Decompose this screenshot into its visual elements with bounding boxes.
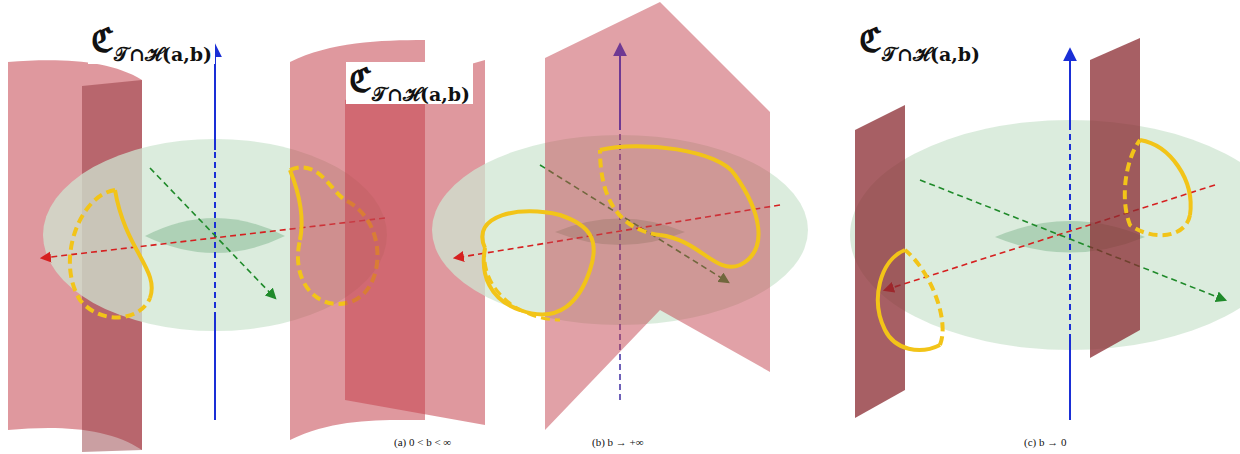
label-subscript: 𝒯∩ℋ(a,b) [882, 43, 980, 65]
curve-label: ℭ𝒯∩ℋ(a,b) [88, 22, 215, 64]
panel-caption: (c) b → 0 [1022, 436, 1068, 448]
curve-label: ℭ𝒯∩ℋ(a,b) [346, 62, 473, 104]
label-symbol: ℭ [859, 20, 882, 60]
label-subscript: 𝒯∩ℋ(a,b) [114, 43, 212, 65]
label-symbol: ℭ [349, 60, 372, 100]
curve-label: ℭ𝒯∩ℋ(a,b) [856, 22, 983, 64]
label-symbol: ℭ [91, 20, 114, 60]
panel-caption: (b) b → +∞ [590, 436, 646, 448]
panel-caption: (a) 0 < b < ∞ [392, 436, 453, 448]
panel-c [850, 38, 1240, 420]
panel-b [345, 2, 808, 430]
label-subscript: 𝒯∩ℋ(a,b) [372, 83, 470, 105]
